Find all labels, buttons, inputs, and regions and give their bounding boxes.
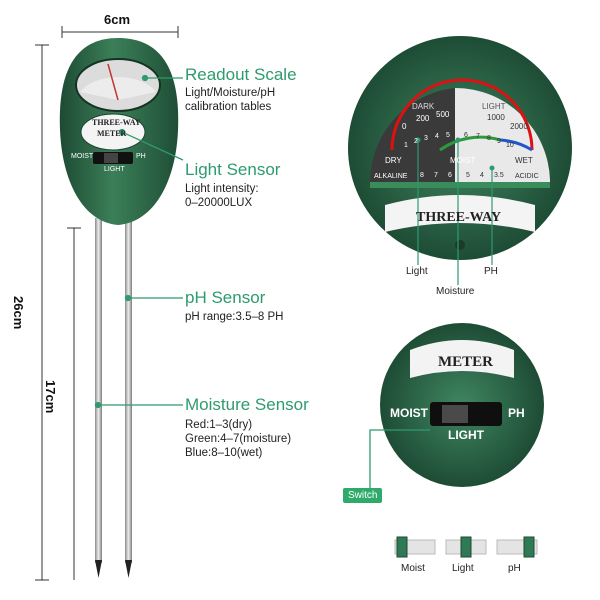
switch-moist: MOIST xyxy=(390,406,428,420)
dial-dark-scale-2: 500 xyxy=(436,110,450,119)
dial-moist-4: 4 xyxy=(435,133,439,140)
dial-moist-5: 5 xyxy=(446,132,450,139)
dial-moist-10: 10 xyxy=(506,142,514,149)
dial-moist-8: 8 xyxy=(487,135,491,142)
dial-ph-3-5: 3.5 xyxy=(494,172,504,179)
total-height-label: 26cm xyxy=(11,296,26,330)
mode-icon-moist xyxy=(394,536,436,558)
dial-moist-7: 7 xyxy=(476,133,480,140)
switch-brand: METER xyxy=(438,354,494,370)
moisture-line-3: Blue:8–10(wet) xyxy=(185,447,263,459)
probe-right xyxy=(125,218,132,563)
meter-label-oval xyxy=(80,113,146,151)
dial-dark-scale-0: 0 xyxy=(402,122,407,131)
light-line-2: 0–20000LUX xyxy=(185,197,253,209)
moisture-line-1: Red:1–3(dry) xyxy=(185,419,253,431)
mode-label-light: Light xyxy=(452,563,474,574)
pointer-moisture: Moisture xyxy=(436,286,475,297)
ph-line-1: pH range:3.5–8 PH xyxy=(185,311,284,323)
width-dimension xyxy=(61,26,179,38)
dial-brand: THREE-WAY xyxy=(416,210,502,225)
switch-ph: PH xyxy=(508,406,525,420)
dial-moist-9: 9 xyxy=(497,138,501,145)
dial-light-scale-1: 2000 xyxy=(510,122,528,131)
readout-line-2: calibration tables xyxy=(185,101,272,113)
dial-ph-8: 8 xyxy=(420,172,424,179)
moisture-title: Moisture Sensor xyxy=(185,395,309,414)
mode-icon-ph xyxy=(496,536,538,558)
moisture-line-2: Green:4–7(moisture) xyxy=(185,433,292,445)
mode-label-ph: pH xyxy=(508,563,521,574)
dial-moist-6: 6 xyxy=(464,132,468,139)
height-dimension xyxy=(35,44,49,581)
probe-left-tip xyxy=(95,560,102,578)
mode-label-moist: Moist xyxy=(401,563,425,574)
readout-line-1: Light/Moisture/pH xyxy=(185,87,276,99)
pointer-ph: PH xyxy=(484,266,498,277)
dial-acidic-label: ACIDIC xyxy=(515,173,539,180)
ph-title: pH Sensor xyxy=(185,288,266,307)
dial-ph-4: 4 xyxy=(480,172,484,179)
pointer-light: Light xyxy=(406,266,428,277)
dial-ph-7: 7 xyxy=(434,172,438,179)
dial-moist-2: 2 xyxy=(414,138,418,145)
probe-dimension xyxy=(67,227,81,580)
dial-moist-label: MOIST xyxy=(450,156,476,165)
light-title: Light Sensor xyxy=(185,160,281,179)
meter-face-text: THREE-WAY xyxy=(92,118,141,127)
light-line-1: Light intensity: xyxy=(185,183,259,195)
dial-moist-3: 3 xyxy=(424,135,428,142)
switch-tag: Switch xyxy=(343,488,383,503)
probe-left xyxy=(95,218,102,563)
dial-light-scale-0: 1000 xyxy=(487,113,505,122)
dial-ph-5: 5 xyxy=(466,172,470,179)
meter-face-text2: METER xyxy=(97,129,127,138)
dial-ph-6: 6 xyxy=(448,172,452,179)
dial-light-label: LIGHT xyxy=(482,102,506,111)
width-label: 6cm xyxy=(104,12,131,27)
probe-right-tip xyxy=(125,560,132,578)
meter-switch-moist: MOIST xyxy=(71,153,94,160)
mode-icon-light xyxy=(445,536,487,558)
meter-switch-light: LIGHT xyxy=(104,166,125,173)
dial-moist-1: 1 xyxy=(404,142,408,149)
switch-light: LIGHT xyxy=(448,428,484,442)
dial-dark-label: DARK xyxy=(412,102,435,111)
readout-title: Readout Scale xyxy=(185,65,297,84)
dial-dry-label: DRY xyxy=(385,156,402,165)
dial-wet-label: WET xyxy=(515,156,533,165)
dial-alkaline-label: ALKALINE xyxy=(374,173,408,180)
probe-length-label: 17cm xyxy=(43,380,58,414)
meter-switch-ph: PH xyxy=(136,153,146,160)
dial-dark-scale-1: 200 xyxy=(416,114,430,123)
